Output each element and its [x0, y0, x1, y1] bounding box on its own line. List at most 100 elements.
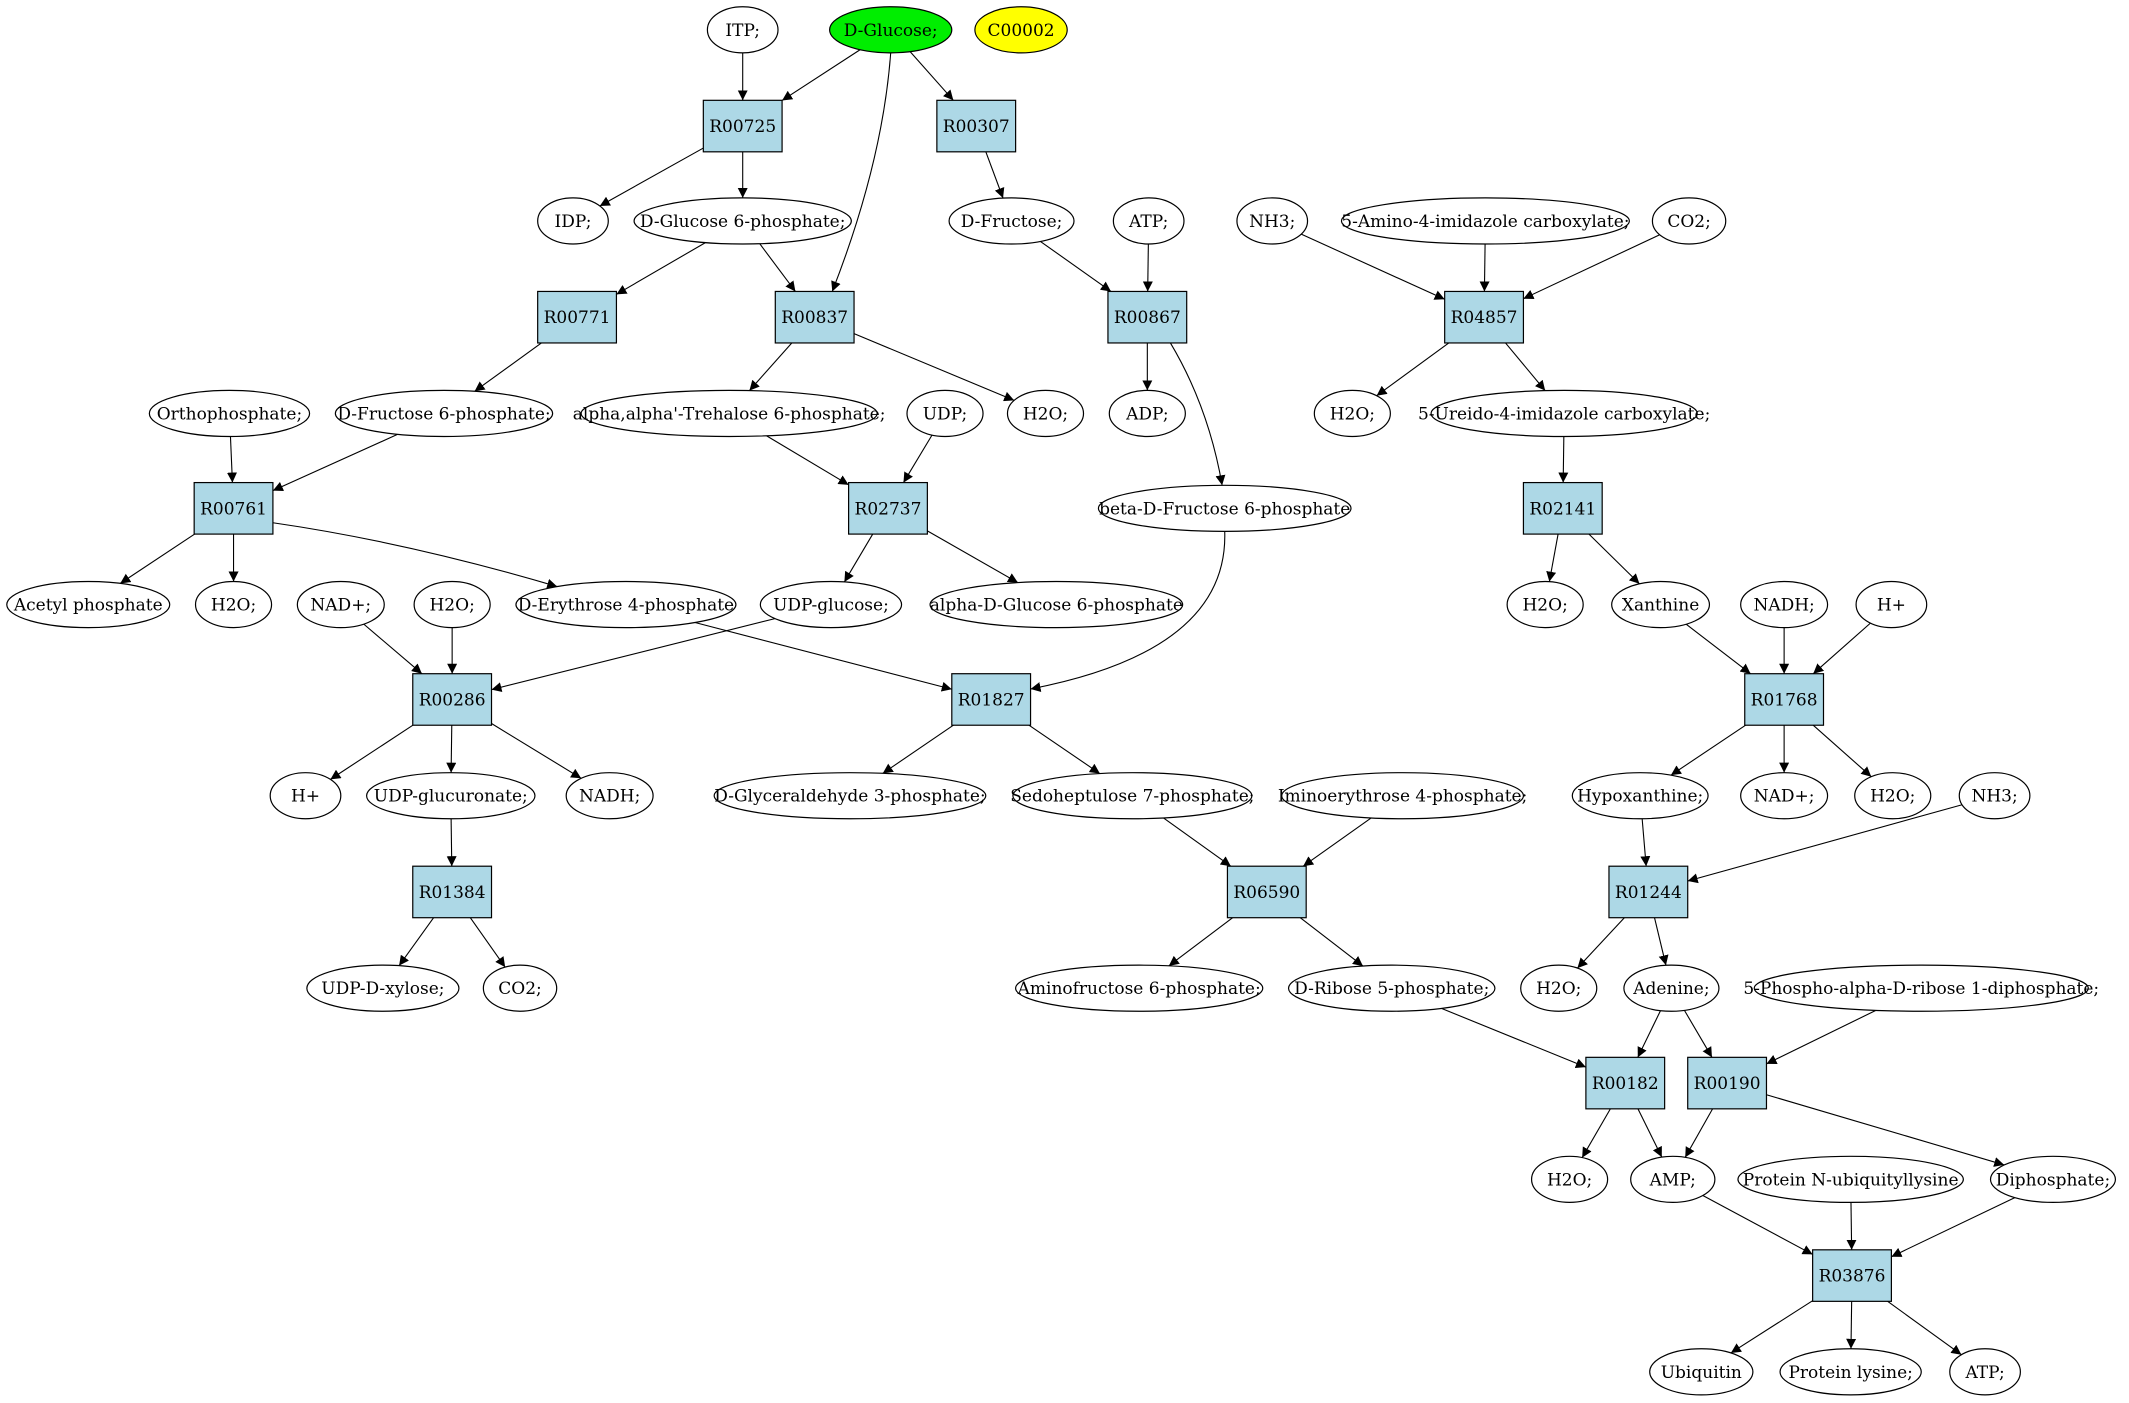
- compound-node-c_hypoxanthine[interactable]: Hypoxanthine;: [1571, 772, 1709, 820]
- compound-node-c_nh3_1[interactable]: NH3;: [1236, 197, 1309, 245]
- edge-r_r00761-to-c_acetylp: [119, 533, 195, 584]
- compound-node-c_g6p[interactable]: D-Glucose 6-phosphate;: [633, 197, 852, 245]
- compound-node-c_dglucose[interactable]: D-Glucose;: [829, 6, 953, 54]
- compound-node-c_ie4p[interactable]: Iminoerythrose 4-phosphate;: [1278, 772, 1528, 820]
- compound-node-c_orthophosphate[interactable]: Orthophosphate;: [148, 389, 311, 438]
- compound-node-c_h2o_7[interactable]: H2O;: [1520, 964, 1598, 1012]
- reaction-node-r_r00190[interactable]: R00190: [1687, 1056, 1768, 1110]
- compound-node-c_f6p[interactable]: D-Fructose 6-phosphate;: [334, 389, 554, 438]
- compound-node-c_dfructose[interactable]: D-Fructose;: [948, 197, 1075, 245]
- compound-node-c_nadp_2[interactable]: NAD+;: [1740, 772, 1829, 820]
- reaction-node-r_r01244[interactable]: R01244: [1608, 865, 1689, 919]
- compound-node-c_ubiquitin[interactable]: Ubiquitin: [1649, 1348, 1754, 1396]
- compound-node-c_s7p[interactable]: Sedoheptulose 7-phosphate;: [1010, 772, 1255, 820]
- node-label: R01384: [419, 883, 486, 903]
- compound-node-c_nadh_2[interactable]: NADH;: [565, 772, 654, 820]
- edge-r_r06590-to-c_r5p: [1299, 917, 1364, 967]
- compound-node-c_h2o_4[interactable]: H2O;: [413, 580, 491, 629]
- compound-node-c_nadp[interactable]: NAD+;: [296, 580, 385, 629]
- compound-node-c_idp[interactable]: IDP;: [537, 197, 609, 245]
- edge-r_r00286-to-c_nadh_2: [491, 723, 582, 779]
- compound-node-c_udpglucose[interactable]: UDP-glucose;: [759, 580, 903, 629]
- compound-node-c_ag6p[interactable]: alpha-D-Glucose 6-phosphate: [929, 580, 1184, 629]
- compound-node-c_pnul[interactable]: Protein N-ubiquityllysine: [1737, 1155, 1964, 1203]
- compound-node-c_prpp[interactable]: 5-Phospho-alpha-D-ribose 1-diphosphate;: [1743, 964, 2099, 1012]
- reaction-node-r_r06590[interactable]: R06590: [1226, 865, 1307, 919]
- reaction-node-r_r03876[interactable]: R03876: [1812, 1249, 1892, 1302]
- reaction-node-r_r01384[interactable]: R01384: [412, 865, 493, 919]
- node-label: ATP;: [1128, 212, 1168, 232]
- compound-node-c_nadh_1[interactable]: NADH;: [1740, 580, 1829, 629]
- node-label: NH3;: [1249, 212, 1295, 232]
- compound-node-c_nh3_2[interactable]: NH3;: [1958, 772, 2031, 820]
- reaction-box: [848, 481, 928, 535]
- compound-node-c_h2o_3[interactable]: H2O;: [194, 580, 273, 629]
- compound-node-c_c00002[interactable]: C00002: [974, 6, 1068, 54]
- compound-node-c_hplus_2[interactable]: H+: [269, 772, 342, 820]
- reaction-node-r_r02141[interactable]: R02141: [1522, 481, 1603, 535]
- reaction-node-r_r00307[interactable]: R00307: [936, 99, 1017, 153]
- compound-node-c_h2o_5[interactable]: H2O;: [1506, 580, 1584, 629]
- compound-node-c_h2o_8[interactable]: H2O;: [1530, 1155, 1609, 1203]
- compound-node-c_5uic[interactable]: 5-Ureido-4-imidazole carboxylate;: [1418, 389, 1710, 438]
- compound-node-c_udpxylose[interactable]: UDP-D-xylose;: [306, 964, 460, 1012]
- reaction-node-r_r00837[interactable]: R00837: [774, 290, 855, 344]
- reaction-node-r_r02737[interactable]: R02737: [848, 481, 928, 535]
- compound-node-c_udpglucuronate[interactable]: UDP-glucuronate;: [366, 772, 536, 820]
- compound-ellipse: [1571, 772, 1709, 820]
- compound-node-c_h2o_1[interactable]: H2O;: [1006, 389, 1085, 438]
- compound-node-c_itp[interactable]: ITP;: [706, 6, 779, 54]
- edge-r_r02141-to-c_xanthine: [1588, 533, 1640, 585]
- node-label: R06590: [1233, 883, 1300, 903]
- compound-node-c_udp[interactable]: UDP;: [906, 389, 984, 438]
- node-label: Hypoxanthine;: [1577, 787, 1703, 807]
- reaction-box: [1522, 481, 1603, 535]
- compound-node-c_atp1[interactable]: ATP;: [1112, 197, 1185, 245]
- edge-c_xanthine-to-r_r01768: [1685, 623, 1751, 675]
- compound-node-c_r5p[interactable]: D-Ribose 5-phosphate;: [1287, 964, 1496, 1012]
- compound-node-c_gap[interactable]: D-Glyceraldehyde 3-phosphate;: [713, 772, 987, 820]
- compound-node-c_h2o_2[interactable]: H2O;: [1313, 389, 1391, 438]
- edge-r_r00867-to-c_bdf6p: [1169, 342, 1226, 486]
- edge-r_r03876-to-c_ubiquitin: [1730, 1300, 1813, 1354]
- node-label: R00771: [544, 308, 611, 328]
- compound-node-c_amp[interactable]: AMP;: [1630, 1155, 1716, 1203]
- node-label: R00182: [1592, 1074, 1659, 1094]
- node-label: H2O;: [1330, 404, 1375, 424]
- node-label: R00867: [1114, 308, 1181, 328]
- reaction-node-r_r01827[interactable]: R01827: [951, 673, 1032, 726]
- compound-node-c_atp2[interactable]: ATP;: [1949, 1348, 2021, 1396]
- reaction-box: [1812, 1249, 1892, 1302]
- compound-node-c_af6p[interactable]: Aminofructose 6-phosphate;: [1015, 964, 1264, 1012]
- reaction-node-r_r00761[interactable]: R00761: [193, 481, 274, 535]
- compound-node-c_5aic[interactable]: 5-Amino-4-imidazole carboxylate;: [1340, 197, 1630, 245]
- compound-node-c_acetylp[interactable]: Acetyl phosphate: [6, 580, 171, 629]
- edge-c_prpp-to-r_r00190: [1766, 1009, 1877, 1065]
- reaction-node-r_r01768[interactable]: R01768: [1744, 673, 1825, 726]
- edge-c_co2_1-to-r_r04857: [1523, 234, 1660, 300]
- compound-node-c_trehalose6p[interactable]: alpha,alpha'-Trehalose 6-phosphate;: [573, 389, 886, 438]
- compound-node-c_hplus_1[interactable]: H+: [1855, 580, 1928, 629]
- edge-c_s7p-to-r_r06590: [1163, 817, 1232, 867]
- compound-node-c_bdf6p[interactable]: beta-D-Fructose 6-phosphate: [1097, 484, 1352, 532]
- compound-node-c_proteinlysine[interactable]: Protein lysine;: [1779, 1348, 1922, 1396]
- reaction-node-r_r00771[interactable]: R00771: [537, 290, 618, 344]
- node-label: UDP;: [923, 404, 968, 424]
- compound-node-c_adenine[interactable]: Adenine;: [1623, 964, 1720, 1012]
- compound-ellipse: [1530, 1155, 1609, 1203]
- compound-node-c_diphosphate[interactable]: Diphosphate;: [1989, 1155, 2117, 1203]
- compound-ellipse: [1737, 1155, 1964, 1203]
- reaction-box: [1444, 290, 1525, 344]
- reaction-node-r_r00182[interactable]: R00182: [1585, 1056, 1666, 1110]
- edge-r_r00286-to-c_hplus_2: [330, 724, 414, 780]
- compound-node-c_co2_1[interactable]: CO2;: [1651, 197, 1727, 245]
- reaction-node-r_r00867[interactable]: R00867: [1107, 290, 1188, 344]
- compound-node-c_co2_2[interactable]: CO2;: [482, 964, 558, 1012]
- compound-node-c_xanthine[interactable]: Xanthine: [1611, 580, 1711, 629]
- reaction-node-r_r00725[interactable]: R00725: [702, 99, 783, 153]
- reaction-node-r_r00286[interactable]: R00286: [412, 673, 493, 726]
- compound-node-c_adp[interactable]: ADP;: [1108, 389, 1186, 438]
- reaction-node-r_r04857[interactable]: R04857: [1444, 290, 1525, 344]
- compound-node-c_e4p[interactable]: D-Erythrose 4-phosphate: [515, 580, 737, 629]
- compound-node-c_h2o_6[interactable]: H2O;: [1854, 772, 1932, 820]
